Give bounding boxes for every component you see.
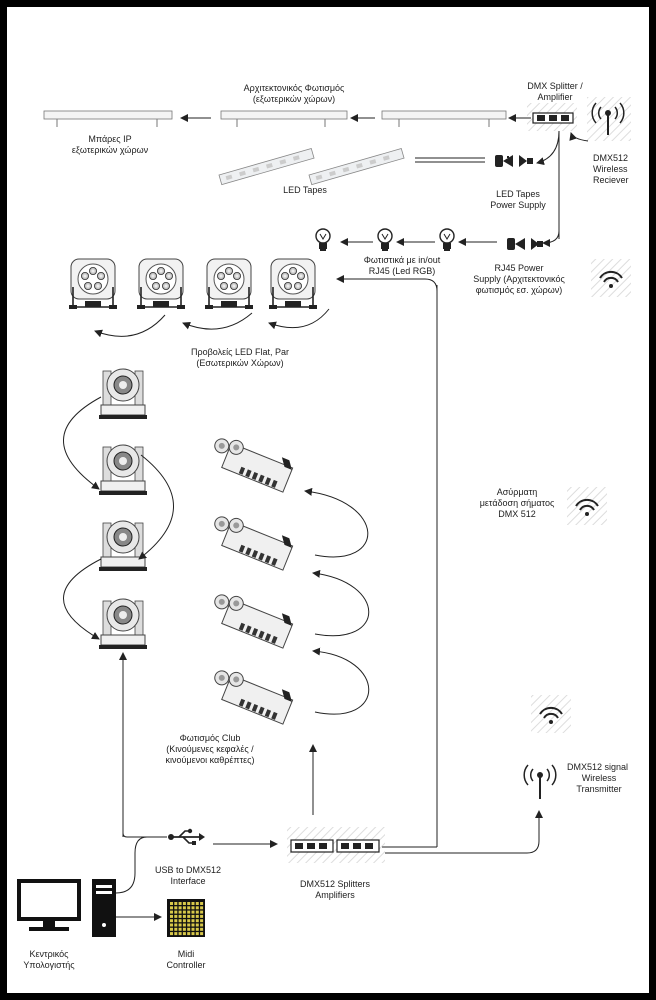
label-line: Wireless — [593, 164, 628, 174]
computer-tower-icon — [92, 879, 116, 937]
label-line: DMX512 — [593, 153, 629, 163]
led-flat-par-group — [69, 258, 317, 309]
led-tape-2 — [308, 148, 405, 186]
label-line: Transmitter — [576, 784, 622, 794]
led-par-icon — [205, 258, 253, 309]
scanners-group — [214, 438, 294, 725]
dmx-splitters-bottom — [287, 827, 385, 863]
label-line: (Εσωτερικών Χώρων) — [196, 358, 284, 368]
scanner-icon — [214, 438, 294, 493]
label-wireless-receiver: DMX512 Wireless Reciever — [593, 153, 653, 186]
label-line: Ασύρματη — [496, 487, 538, 497]
dmx-splitter-top — [527, 103, 577, 131]
label-line: Power Supply — [490, 200, 546, 210]
led-bar-arch-1 — [220, 110, 348, 127]
wifi-icon — [531, 695, 571, 733]
label-midi: Midi Controller — [153, 949, 219, 971]
diagram-canvas: Μπάρες IP εξωτερικών χώρων Αρχιτεκτονικό… — [7, 7, 649, 993]
label-arch-lighting: Αρχιτεκτονικός Φωτισμός (εξωτερικών χώρω… — [219, 83, 369, 105]
moving-head-icon — [99, 368, 147, 419]
label-led-tapes: LED Tapes — [265, 185, 345, 196]
label-line: Midi — [177, 949, 195, 959]
led-par-icon — [137, 258, 185, 309]
label-line: κινούμενοι καθρέπτες) — [165, 755, 255, 765]
light-bulb-icon — [439, 228, 455, 251]
label-line: Μπάρες IP — [88, 134, 132, 144]
label-line: Προβολείς LED Flat, Par — [190, 347, 289, 357]
moving-head-icon — [99, 444, 147, 495]
wireless-receiver-antenna-icon — [587, 97, 631, 141]
label-line: Amplifiers — [315, 890, 355, 900]
label-line: LED Tapes — [496, 189, 540, 199]
label-line: Κεντρικός — [29, 949, 69, 959]
label-rj45-fixtures: Φωτιστικά με in/out RJ45 (Led RGB) — [347, 255, 457, 277]
label-line: Amplifier — [537, 92, 573, 102]
rj45-psu-plug-icon — [507, 238, 543, 250]
wifi-icon — [567, 487, 607, 525]
led-tape-1 — [218, 148, 315, 186]
label-line: USB to DMX512 — [154, 865, 222, 875]
rj45-led-fixtures — [315, 228, 455, 251]
label-line: Reciever — [593, 175, 629, 185]
label-ip-bars: Μπάρες IP εξωτερικών χώρων — [45, 134, 175, 156]
scanner-icon — [214, 670, 294, 725]
label-wireless-transmission: Ασύρματη μετάδοση σήματος DMX 512 — [469, 487, 565, 520]
label-line: εξωτερικών χώρων — [71, 145, 149, 155]
label-led-pars: Προβολείς LED Flat, Par (Εσωτερικών Χώρω… — [165, 347, 315, 369]
label-wireless-transmitter: DMX512 signal Wireless Transmitter — [567, 762, 643, 795]
scanner-icon — [214, 516, 294, 571]
label-line: Φωτιστικά με in/out — [363, 255, 441, 265]
label-dmx-splitters: DMX512 Splitters Amplifiers — [285, 879, 385, 901]
label-line: Wireless — [581, 773, 617, 783]
label-line: Supply (Αρχιτεκτονικός — [473, 274, 565, 284]
label-line: Φωτισμός Club — [179, 733, 241, 743]
label-line: μετάδοση σήματος — [479, 498, 555, 508]
label-line: RJ45 (Led RGB) — [368, 266, 436, 276]
led-par-icon — [69, 258, 117, 309]
label-computer: Κεντρικός Υπολογιστής — [11, 949, 87, 971]
label-led-tapes-psu: LED Tapes Power Supply — [473, 189, 563, 211]
label-line: Υπολογιστής — [23, 960, 75, 970]
moving-head-icon — [99, 520, 147, 571]
moving-head-icon — [99, 598, 147, 649]
label-line: DMX512 signal — [567, 762, 629, 772]
label-line: DMX Splitter / — [527, 81, 583, 91]
midi-controller-icon — [167, 899, 205, 937]
led-par-icon — [269, 258, 317, 309]
led-bar-ip — [43, 110, 173, 127]
wireless-transmitter-antenna-icon — [523, 764, 557, 799]
light-bulb-icon — [377, 228, 393, 251]
label-line: Interface — [170, 876, 206, 886]
label-usb-interface: USB to DMX512 Interface — [143, 865, 233, 887]
moving-heads-group — [99, 368, 147, 649]
label-line: Αρχιτεκτονικός Φωτισμός — [243, 83, 345, 93]
led-bar-arch-2 — [381, 110, 507, 127]
label-line: RJ45 Power — [494, 263, 544, 273]
label-rj45-psu: RJ45 Power Supply (Αρχιτεκτονικός φωτισμ… — [461, 263, 577, 296]
label-line: DMX512 Splitters — [299, 879, 371, 889]
usb-icon — [168, 828, 205, 845]
label-line: LED Tapes — [283, 185, 327, 195]
computer-monitor-icon — [17, 879, 81, 931]
label-line: (Κινούμενες κεφαλές / — [166, 744, 254, 754]
label-line: DMX 512 — [498, 509, 536, 519]
scanner-icon — [214, 594, 294, 649]
label-line: (εξωτερικών χώρων) — [252, 94, 336, 104]
connection-diagram — [17, 97, 631, 937]
label-line: φωτισμός εσ. χώρων) — [475, 285, 563, 295]
label-dmx-splitter-top: DMX Splitter / Amplifier — [515, 81, 595, 103]
led-tapes-psu-plug-icon — [495, 155, 533, 167]
label-line: Controller — [166, 960, 206, 970]
wifi-icon — [591, 259, 631, 297]
label-club-lighting: Φωτισμός Club (Κινούμενες κεφαλές / κινο… — [145, 733, 275, 766]
light-bulb-icon — [315, 228, 331, 251]
